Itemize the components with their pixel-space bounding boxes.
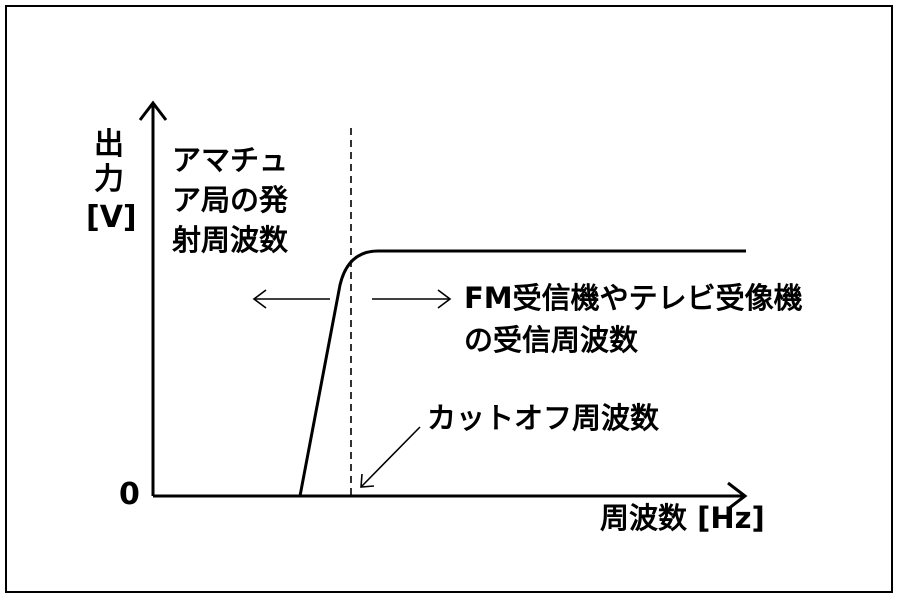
y-axis-unit-label: [V] xyxy=(86,200,137,235)
right-arrow-icon xyxy=(372,289,452,309)
filter-response-curve xyxy=(298,249,746,497)
x-axis-arrowhead xyxy=(727,481,748,511)
left-arrow-icon xyxy=(252,289,330,309)
receiver-label-line2: の受信周波数 xyxy=(464,323,639,357)
y-axis-arrowhead xyxy=(138,100,168,121)
cutoff-frequency-label: カットオフ周波数 xyxy=(427,401,660,435)
y-axis-label-line2: 力 xyxy=(94,162,124,197)
diagram-frame xyxy=(5,5,893,593)
y-axis-label-line1: 出 xyxy=(94,127,124,162)
amateur-label-line3: 射周波数 xyxy=(172,223,289,257)
origin-label: 0 xyxy=(119,477,140,512)
amateur-label-line1: アマチュ xyxy=(172,143,289,177)
x-axis-label: 周波数 [Hz] xyxy=(600,501,765,535)
receiver-label-line1: FM受信機やテレビ受像機 xyxy=(464,281,803,315)
amateur-label-line2: ア局の発 xyxy=(172,183,289,217)
cutoff-pointer-arrow-icon xyxy=(360,426,421,488)
